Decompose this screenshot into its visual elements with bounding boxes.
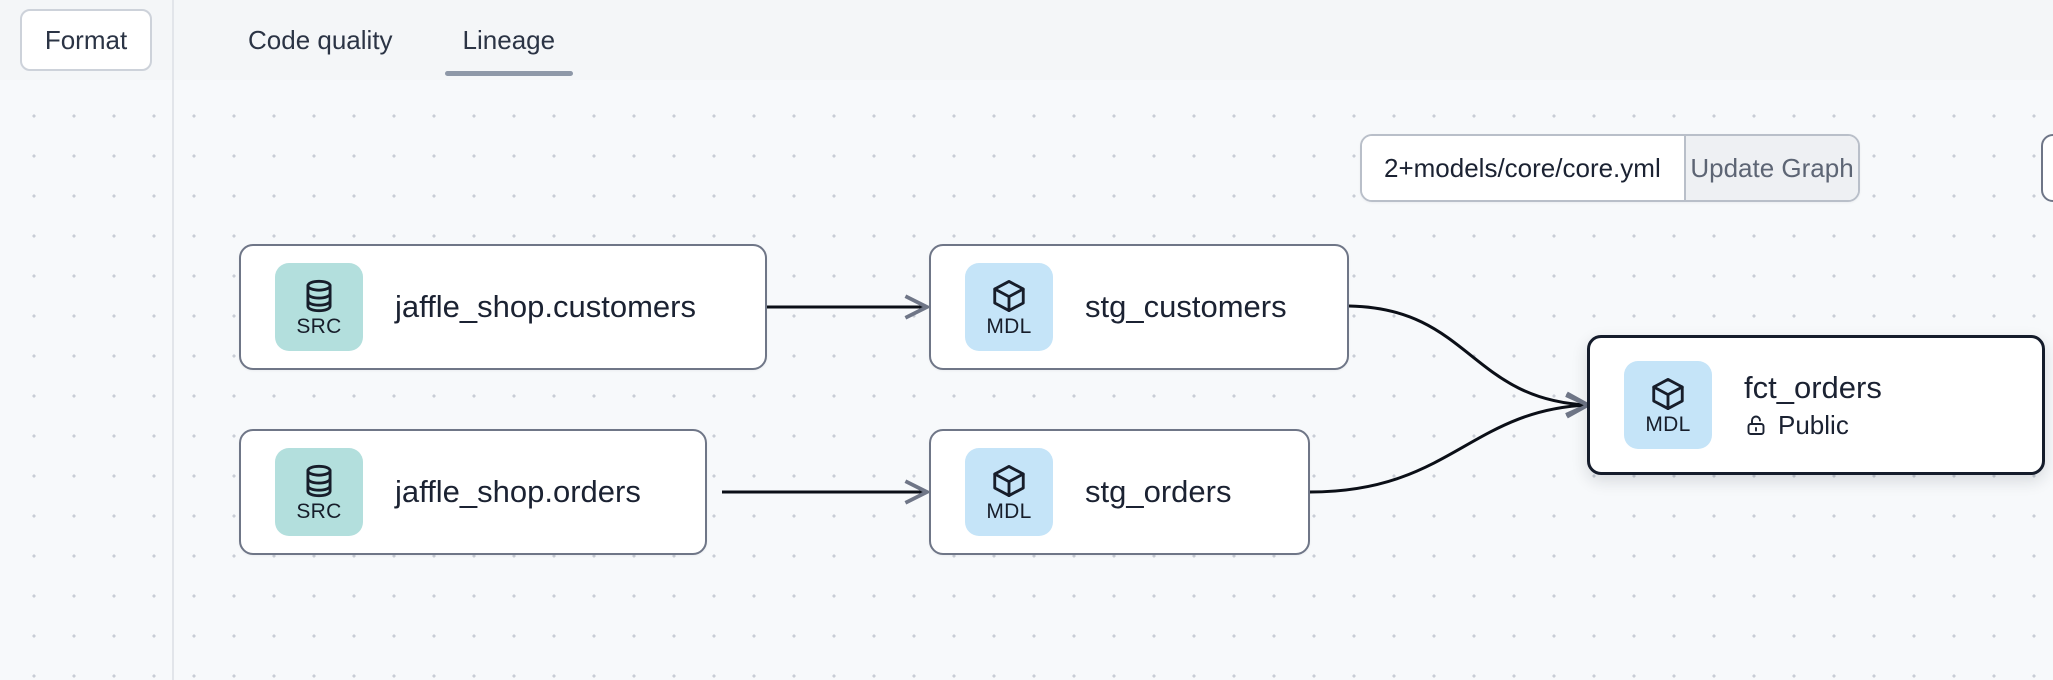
node-body: stg_customers xyxy=(1085,288,1287,324)
toolbar: Format Code quality Lineage xyxy=(0,0,2053,80)
node-visibility: Public xyxy=(1744,411,1882,440)
lineage-node-src-orders[interactable]: SRC jaffle_shop.orders xyxy=(239,429,707,555)
badge-src: SRC xyxy=(275,448,363,536)
unlock-icon xyxy=(1747,415,1765,435)
node-body: fct_orders Public xyxy=(1744,369,1882,440)
node-title: stg_customers xyxy=(1085,288,1287,324)
node-visibility-label: Public xyxy=(1778,409,1849,440)
badge-label: MDL xyxy=(986,500,1032,523)
edge-stg-orders-to-fct-orders xyxy=(1309,405,1588,494)
node-body: stg_orders xyxy=(1085,473,1232,509)
node-body: jaffle_shop.orders xyxy=(395,473,641,509)
node-title: fct_orders xyxy=(1744,369,1882,405)
update-graph-button[interactable]: Update Graph xyxy=(1684,136,1858,200)
badge-src: SRC xyxy=(275,263,363,351)
badge-mdl: MDL xyxy=(965,263,1053,351)
lineage-canvas[interactable]: SRC jaffle_shop.customers MDL stg_custom… xyxy=(0,80,2053,680)
lineage-node-stg-customers[interactable]: MDL stg_customers xyxy=(929,244,1349,370)
tab-bar: Code quality Lineage xyxy=(174,0,573,80)
database-icon xyxy=(306,464,332,498)
badge-mdl: MDL xyxy=(965,448,1053,536)
cube-icon xyxy=(1652,378,1684,410)
node-title: stg_orders xyxy=(1085,473,1232,509)
format-button[interactable]: Format xyxy=(20,9,152,71)
graph-control-overflow[interactable] xyxy=(2041,134,2053,202)
graph-selector-control: Update Graph xyxy=(1360,134,1860,202)
database-icon xyxy=(306,279,332,313)
badge-label: MDL xyxy=(986,315,1032,338)
badge-label: SRC xyxy=(296,500,342,523)
badge-label: MDL xyxy=(1645,413,1691,436)
tab-code-quality[interactable]: Code quality xyxy=(248,24,393,55)
lineage-node-stg-orders[interactable]: MDL stg_orders xyxy=(929,429,1310,555)
tab-lineage[interactable]: Lineage xyxy=(444,0,573,80)
node-title: jaffle_shop.customers xyxy=(395,288,696,324)
cube-icon xyxy=(993,465,1025,497)
toolbar-left-section: Format xyxy=(0,0,174,80)
lineage-node-src-customers[interactable]: SRC jaffle_shop.customers xyxy=(239,244,767,370)
node-title: jaffle_shop.orders xyxy=(395,473,641,509)
badge-label: SRC xyxy=(296,315,342,338)
badge-mdl: MDL xyxy=(1624,361,1712,449)
edge-stg-customers-to-fct-orders xyxy=(1348,304,1588,405)
canvas-left-gutter xyxy=(0,80,174,680)
lineage-node-fct-orders[interactable]: MDL fct_orders Public xyxy=(1587,335,2045,475)
cube-icon xyxy=(993,280,1025,312)
graph-selector-input[interactable] xyxy=(1362,136,1684,200)
node-body: jaffle_shop.customers xyxy=(395,288,696,324)
